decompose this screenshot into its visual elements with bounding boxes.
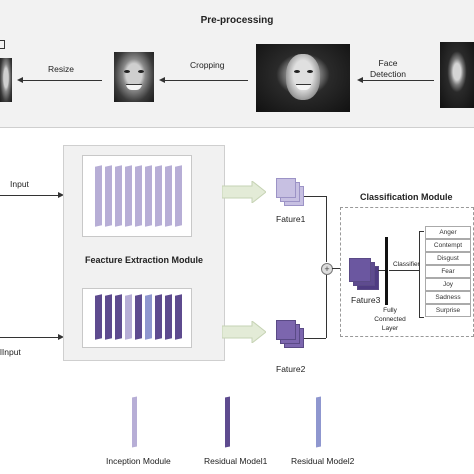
residual1-layer bbox=[105, 294, 112, 340]
fully-connected-label: Fully Connected Layer bbox=[374, 307, 406, 332]
legend-residual2-label: Residual Model2 bbox=[291, 456, 355, 466]
resize-label: Resize bbox=[48, 64, 74, 74]
sum-to-feature3-arrow bbox=[332, 268, 344, 269]
feature2-label: Fature2 bbox=[276, 364, 306, 374]
resize-arrow bbox=[22, 80, 102, 81]
class-item: Contempt bbox=[425, 239, 471, 252]
resize-arrowhead bbox=[17, 77, 23, 83]
input-label-1: Input bbox=[10, 179, 29, 189]
cropping-label: Cropping bbox=[190, 60, 225, 70]
residual1-layer bbox=[135, 294, 142, 340]
face-image-cropped bbox=[114, 52, 154, 102]
feature2-block bbox=[276, 320, 296, 340]
face-detection-arrowhead bbox=[357, 77, 363, 83]
class-item: Fear bbox=[425, 265, 471, 278]
legend-residual1-bar bbox=[225, 396, 230, 448]
cropping-arrowhead bbox=[159, 77, 165, 83]
class-item: Anger bbox=[425, 226, 471, 239]
input-label-2: lInput bbox=[0, 347, 21, 357]
classifier-label: Classifier bbox=[393, 261, 420, 268]
fully-connected-layer bbox=[385, 237, 388, 305]
connector-feature1-v bbox=[326, 196, 327, 262]
classification-title: Classification Module bbox=[360, 192, 453, 202]
class-item: Joy bbox=[425, 278, 471, 291]
residual2-layer bbox=[145, 294, 152, 340]
fc-to-classes-arrow bbox=[389, 270, 419, 271]
feature-arrow-2 bbox=[222, 321, 266, 343]
inception-layer bbox=[125, 165, 132, 227]
inception-layer bbox=[175, 165, 182, 227]
cropping-arrow bbox=[164, 80, 248, 81]
inception-layer bbox=[125, 294, 132, 340]
residual1-layer bbox=[165, 294, 172, 340]
residual-stack-box bbox=[82, 288, 192, 348]
inception-layer bbox=[145, 165, 152, 227]
input-arrow-2 bbox=[0, 337, 58, 338]
connector-feature2-v bbox=[326, 274, 327, 338]
feature-extraction-title: Feacture Extraction Module bbox=[84, 255, 204, 265]
residual1-layer bbox=[95, 294, 102, 340]
feature3-to-fc-arrow bbox=[378, 270, 385, 271]
residual1-layer bbox=[175, 294, 182, 340]
connector-feature1-h bbox=[304, 196, 326, 197]
input-arrowhead-1 bbox=[58, 192, 64, 198]
sum-node: + bbox=[321, 263, 333, 275]
feature1-label: Fature1 bbox=[276, 214, 306, 224]
class-item: Sadness bbox=[425, 291, 471, 304]
inception-layer bbox=[135, 165, 142, 227]
face-detection-label: Face Detection bbox=[370, 58, 406, 79]
connector-feature2-h bbox=[304, 338, 326, 339]
residual1-layer bbox=[115, 294, 122, 340]
classes-bracket bbox=[419, 231, 424, 318]
residual1-layer bbox=[155, 294, 162, 340]
inception-layer bbox=[155, 165, 162, 227]
face-detection-arrow bbox=[362, 80, 434, 81]
inception-layer bbox=[165, 165, 172, 227]
legend-residual1-label: Residual Model1 bbox=[204, 456, 268, 466]
inception-stack-box bbox=[82, 155, 192, 237]
feature3-label: Fature3 bbox=[351, 295, 381, 305]
class-item: Surprise bbox=[425, 304, 471, 317]
feature1-block bbox=[276, 178, 296, 198]
class-item: Disgust bbox=[425, 252, 471, 265]
inception-layer bbox=[115, 165, 122, 227]
input-arrow-1 bbox=[0, 195, 58, 196]
inception-layer bbox=[105, 165, 112, 227]
preprocessing-title: Pre-processing bbox=[200, 15, 274, 26]
face-image-output bbox=[0, 58, 12, 102]
feature3-block bbox=[349, 258, 371, 282]
preprocessing-panel bbox=[0, 0, 474, 128]
legend-residual2-bar bbox=[316, 396, 321, 448]
face-image-raw bbox=[440, 42, 474, 108]
legend-inception-label: Inception Module bbox=[106, 456, 171, 466]
bracket-mark bbox=[0, 40, 5, 49]
legend-inception-bar bbox=[132, 396, 137, 448]
feature-arrow-1 bbox=[222, 181, 266, 203]
inception-layer bbox=[95, 165, 102, 227]
input-arrowhead-2 bbox=[58, 334, 64, 340]
face-image-detected bbox=[256, 44, 350, 112]
